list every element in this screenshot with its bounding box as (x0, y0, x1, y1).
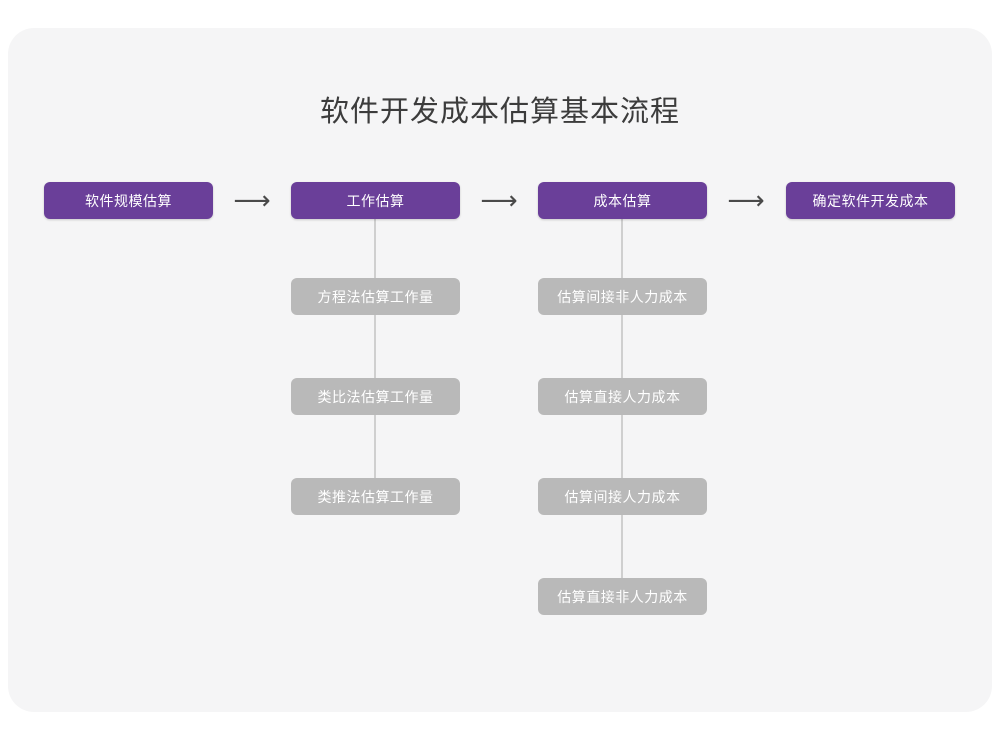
flow-step-software-size-estimation[interactable]: 软件规模估算 (44, 182, 213, 219)
substep-effort-inference-method[interactable]: 类推法估算工作量 (291, 478, 460, 515)
diagram-card (8, 28, 992, 712)
flow-step-determine-development-cost[interactable]: 确定软件开发成本 (786, 182, 955, 219)
arrow-icon-1: ⟶ (233, 186, 271, 216)
substep-cost-indirect-labor[interactable]: 估算间接人力成本 (538, 478, 707, 515)
page-title: 软件开发成本估算基本流程 (319, 96, 680, 128)
arrow-icon-2: ⟶ (480, 186, 518, 216)
connector-line-step-2 (374, 219, 376, 499)
flow-step-effort-estimation[interactable]: 工作估算 (291, 182, 460, 219)
arrow-icon-3: ⟶ (727, 186, 765, 216)
substep-effort-analogy-method[interactable]: 类比法估算工作量 (291, 378, 460, 415)
substep-cost-indirect-nonlabor[interactable]: 估算间接非人力成本 (538, 278, 707, 315)
substep-cost-direct-labor[interactable]: 估算直接人力成本 (538, 378, 707, 415)
flow-step-cost-estimation[interactable]: 成本估算 (538, 182, 707, 219)
substep-cost-direct-nonlabor[interactable]: 估算直接非人力成本 (538, 578, 707, 615)
substep-effort-equation-method[interactable]: 方程法估算工作量 (291, 278, 460, 315)
